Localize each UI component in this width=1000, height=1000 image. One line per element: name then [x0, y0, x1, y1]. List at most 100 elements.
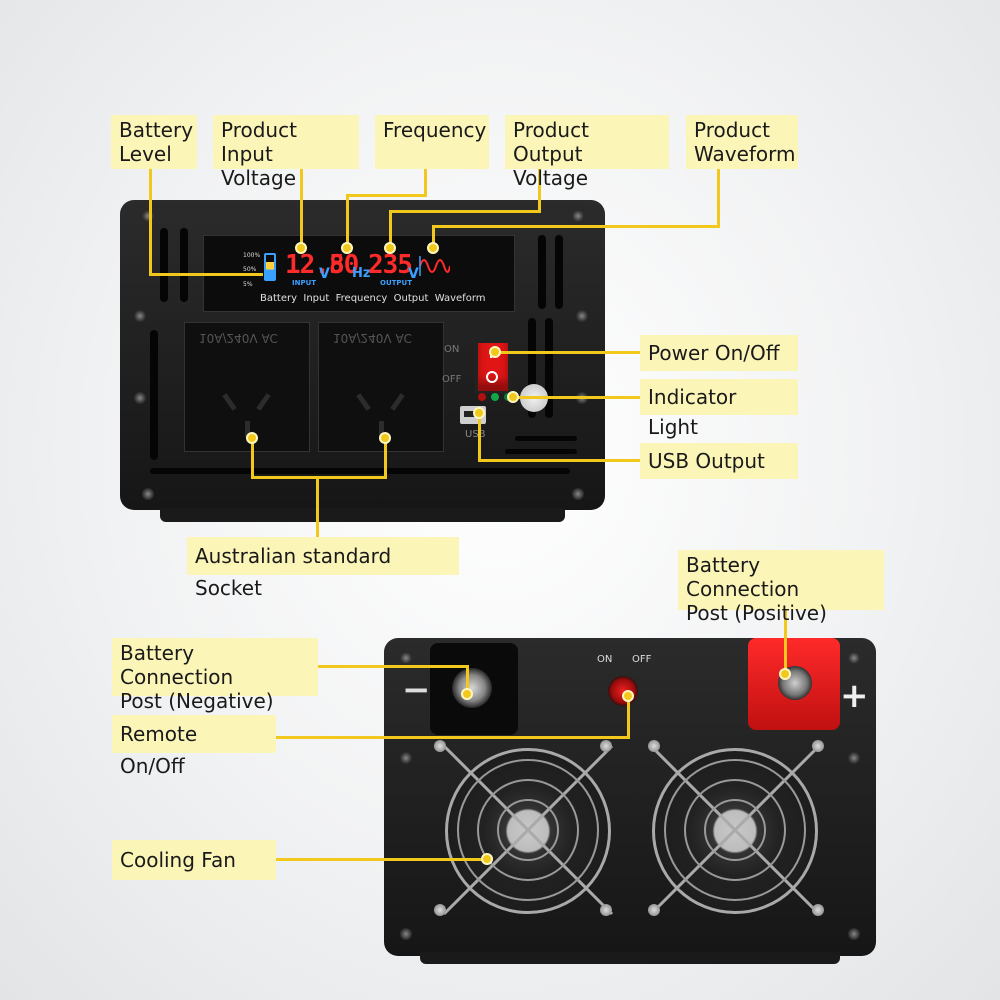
fan-screw [812, 740, 824, 752]
callout-line [384, 438, 387, 478]
vent-slot [528, 318, 536, 418]
callout-line [149, 168, 152, 275]
callout-line [316, 476, 319, 538]
remote-off-label: OFF [632, 654, 652, 665]
vent-slot [150, 468, 570, 474]
callout-line [346, 194, 349, 248]
screw [572, 488, 584, 500]
negative-sign: − [402, 670, 431, 710]
waveform-label: Product Waveform [686, 115, 798, 169]
callout-dot [489, 346, 501, 358]
power-switch-on-label: ON [444, 344, 460, 355]
input-voltage-unit: V [319, 266, 330, 282]
positive-post-label: Battery Connection Post (Positive) [678, 550, 884, 625]
output-caption: OUTPUT [380, 279, 412, 287]
vent-slot [150, 330, 158, 460]
fan-screw [648, 740, 660, 752]
output-voltage-unit: V [408, 266, 419, 282]
input-caption: INPUT [292, 279, 317, 287]
callout-line [389, 210, 541, 213]
front-panel-base [160, 508, 565, 522]
socket-pin-right [390, 393, 405, 411]
socket-pin-earth [245, 421, 250, 437]
socket-pin-earth [379, 421, 384, 437]
screw [142, 210, 154, 222]
vent-slot [555, 235, 563, 309]
output-voltage-value: 235 [368, 250, 413, 280]
frequency-unit: Hz [352, 266, 371, 281]
fan-screw [600, 904, 612, 916]
ac-socket-left: 10A/240V AC [184, 322, 310, 452]
screw [848, 928, 860, 940]
screw [576, 310, 588, 322]
fan-screw [434, 740, 446, 752]
callout-dot [779, 668, 791, 680]
remote-on-label: ON [597, 654, 613, 665]
callout-line [318, 665, 468, 668]
callout-line [275, 736, 630, 739]
usb-label: USB [465, 429, 486, 440]
screw [134, 392, 146, 404]
fan-grill-left-icon [442, 744, 614, 916]
callout-line [784, 610, 787, 674]
callout-line [251, 476, 387, 479]
callout-dot [461, 688, 473, 700]
callout-dot [427, 242, 439, 254]
socket-pin-right [256, 393, 271, 411]
callout-line [300, 168, 303, 248]
callout-line [717, 168, 720, 227]
callout-dot [341, 242, 353, 254]
fan-screw [434, 904, 446, 916]
callout-line [346, 194, 427, 197]
indicator-led-red [478, 393, 486, 401]
callout-line [251, 438, 254, 478]
callout-dot [246, 432, 258, 444]
screw [572, 210, 584, 222]
vent-slot [505, 449, 577, 454]
screw [142, 488, 154, 500]
input-voltage-label: Product Input Voltage [213, 115, 359, 190]
indicator-led-green [491, 393, 499, 401]
vent-slot [545, 318, 553, 418]
output-voltage-label: Product Output Voltage [505, 115, 669, 190]
screw [134, 310, 146, 322]
screw [400, 752, 412, 764]
vent-slot [180, 228, 188, 302]
fan-screw [812, 904, 824, 916]
callout-line [627, 695, 630, 739]
rear-panel-base [420, 952, 840, 964]
screw [848, 652, 860, 664]
ac-socket-right: 10A/240V AC [318, 322, 444, 452]
cooling-fan-label: Cooling Fan [112, 840, 276, 880]
power-switch-label: Power On/Off [640, 335, 798, 371]
power-switch-off-mark [486, 371, 498, 383]
vent-slot [515, 436, 577, 441]
battery-level-100-label: 100% [243, 252, 261, 259]
screw [848, 752, 860, 764]
battery-gauge-icon [264, 253, 276, 281]
screw [400, 928, 412, 940]
vent-slot [160, 228, 168, 302]
callout-line [149, 273, 263, 276]
callout-line [478, 412, 481, 462]
callout-dot [473, 407, 485, 419]
negative-post-bolt[interactable] [452, 668, 492, 708]
callout-dot [622, 690, 634, 702]
callout-dot [379, 432, 391, 444]
power-switch-off-label: OFF [442, 374, 462, 385]
callout-line [495, 351, 640, 354]
negative-post-label: Battery Connection Post (Negative) [112, 638, 318, 713]
callout-line [512, 396, 640, 399]
socket-rating-text: 10A/240V AC [199, 331, 278, 345]
usb-output-label: USB Output [640, 443, 798, 479]
display-captions: Battery Input Frequency Output Waveform [260, 293, 486, 304]
remote-switch-label: Remote On/Off [112, 715, 276, 778]
callout-line [466, 665, 469, 693]
callout-dot [384, 242, 396, 254]
callout-line [538, 168, 541, 212]
callout-line [432, 225, 435, 248]
frequency-label: Frequency [375, 115, 489, 169]
battery-level-label: Battery Level [111, 115, 197, 169]
indicator-light-label: Indicator Light [640, 379, 798, 439]
socket-rating-text: 10A/240V AC [333, 331, 412, 345]
